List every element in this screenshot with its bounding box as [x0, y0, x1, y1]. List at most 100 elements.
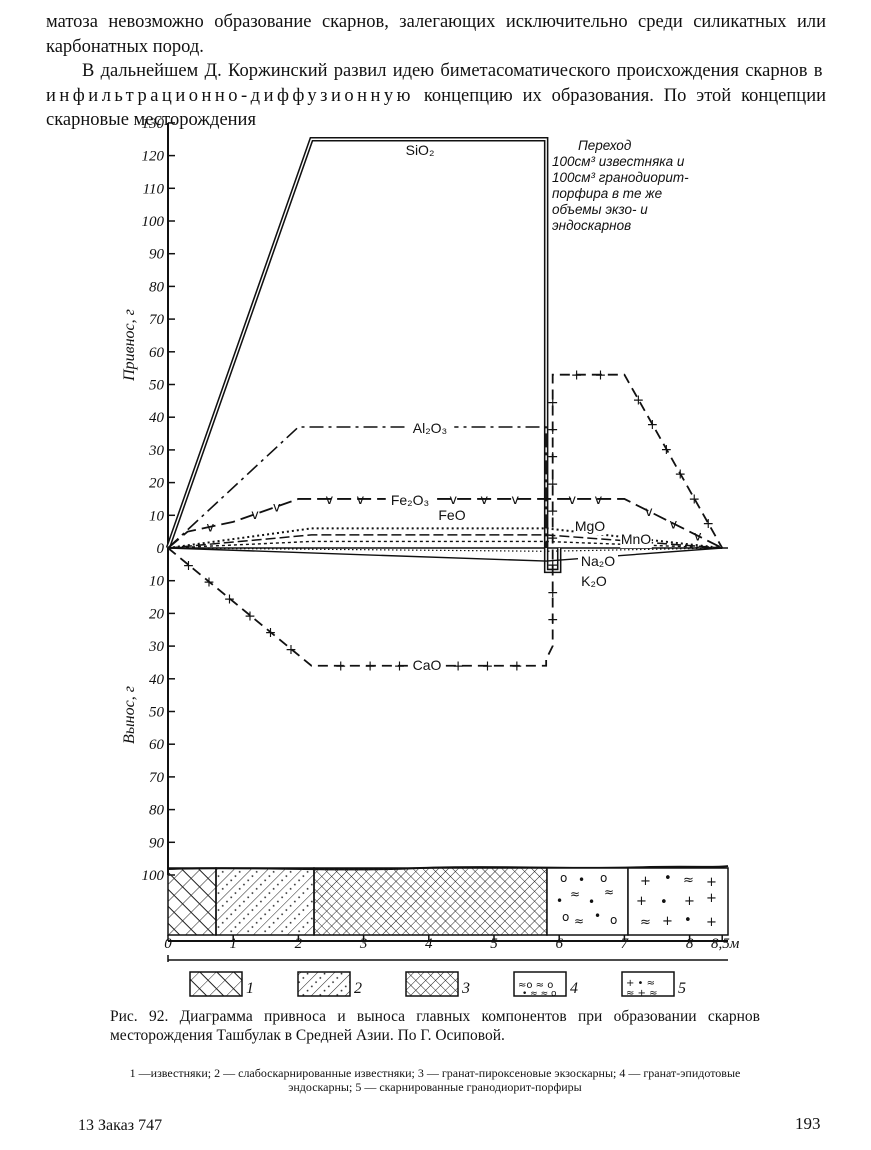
svg-text:≈: ≈ — [683, 873, 694, 888]
svg-text:•: • — [556, 894, 563, 908]
series-label-bg — [411, 657, 443, 674]
series-line — [167, 547, 723, 562]
svg-text:+: + — [706, 875, 717, 890]
svg-text:+: + — [662, 914, 673, 929]
series-marker: + — [265, 625, 277, 641]
y-tick-label: 40 — [149, 410, 165, 426]
section-exoskarn — [313, 867, 548, 936]
x-tick-label: 7 — [621, 936, 630, 952]
series-marker: + — [674, 467, 686, 483]
series-marker: + — [394, 659, 406, 675]
figure-caption: Рис. 92. Диаграмма привноса и выноса гла… — [110, 1008, 760, 1044]
section-endoskarn — [546, 867, 629, 936]
endoskarn-symbols: о•о ≈≈ •• о≈•о — [556, 871, 617, 928]
svg-text:о: о — [610, 913, 617, 927]
text-paragraph-2-part-a: В дальнейшем Д. Коржинский развил идею б… — [82, 61, 814, 81]
series-marker: + — [482, 659, 494, 675]
svg-text:3: 3 — [461, 980, 470, 997]
series-marker: + — [660, 442, 672, 458]
series-marker: + — [224, 591, 236, 607]
y-tick-label: 70 — [149, 770, 165, 786]
svg-text:+: + — [636, 894, 647, 909]
series-marker: + — [203, 575, 215, 591]
series-label-bg — [405, 420, 455, 437]
y-tick-label: 0 — [157, 541, 165, 557]
y-tick-label: 20 — [149, 606, 165, 622]
x-tick-label: 6 — [555, 936, 563, 952]
series-marker: v — [594, 493, 602, 508]
series-marker: + — [183, 558, 195, 574]
y-tick-label: 40 — [149, 672, 165, 688]
svg-text:≈: ≈ — [574, 914, 584, 928]
series-label-bg — [620, 531, 652, 548]
y-tick-label: 70 — [149, 312, 165, 328]
y-tick-label: 30 — [148, 443, 165, 459]
series-marker: + — [547, 395, 559, 411]
series-marker: v — [694, 530, 702, 545]
series-marker: + — [244, 608, 256, 624]
series-marker: + — [547, 449, 559, 465]
key-item-1: 1 — [189, 971, 254, 997]
series-marker: + — [335, 659, 347, 675]
x-tick-label: 8 — [686, 936, 694, 952]
y-tick-label: 50 — [149, 705, 165, 721]
series-label-bg — [574, 518, 606, 535]
series-marker: v — [480, 493, 488, 508]
y-tick-label: 60 — [149, 345, 165, 361]
svg-text:•: • — [578, 873, 585, 887]
series-marker: + — [547, 503, 559, 519]
svg-text:+ • ≈: + • ≈ — [626, 978, 655, 989]
series-marker: v — [511, 493, 519, 508]
svg-text:≈: ≈ — [640, 915, 651, 930]
svg-text:+: + — [706, 891, 717, 906]
key-item-4: ≈о ≈ о • ≈ ≈ о 4 — [513, 971, 578, 999]
svg-text:+: + — [640, 874, 651, 889]
y-tick-label: 110 — [143, 181, 165, 197]
series-marker: v — [326, 493, 334, 508]
y-tick-label: 100 — [142, 868, 165, 884]
section-limestone — [167, 867, 217, 936]
series-marker: v — [273, 501, 281, 516]
series-label: Fe₂O₃ — [391, 492, 429, 508]
series-label: CaO — [413, 657, 442, 673]
chart-axes: 1301201101009080706050403020100102030405… — [142, 116, 740, 962]
series-line — [167, 138, 560, 572]
series-label-bg — [436, 507, 468, 524]
series-label: MgO — [575, 518, 605, 534]
svg-text:2: 2 — [354, 980, 362, 997]
svg-text:•: • — [660, 895, 668, 910]
figure-legend-text: 1 —известняки; 2 — слабоскарнированные и… — [129, 1066, 741, 1094]
series-marker: + — [688, 491, 700, 507]
svg-text:≈ + ≈: ≈ + ≈ — [626, 988, 658, 999]
key-item-2: 2 — [297, 971, 362, 997]
series-marker: + — [547, 612, 559, 628]
series-marker: + — [547, 531, 559, 547]
section-weak-skarn — [215, 867, 315, 936]
svg-text:≈: ≈ — [570, 887, 580, 901]
x-tick-label: 0 — [164, 936, 172, 952]
y-tick-label: 30 — [148, 639, 165, 655]
x-tick-label: 4 — [425, 936, 433, 952]
svg-text:• ≈ ≈ о: • ≈ ≈ о — [522, 989, 557, 999]
series-marker: + — [595, 368, 607, 384]
svg-text:•: • — [588, 895, 595, 909]
x-tick-label: 8,5м — [711, 936, 740, 952]
svg-text:4: 4 — [570, 980, 578, 997]
section-strip: о•о ≈≈ •• о≈•о +•≈+ +•++ ≈+•+ — [167, 865, 729, 936]
y-tick-label: 90 — [149, 247, 165, 263]
series-marker: + — [646, 417, 658, 433]
series-marker: + — [547, 558, 559, 574]
svg-text:5: 5 — [678, 980, 686, 997]
svg-text:о: о — [562, 910, 569, 924]
text-paragraph-2-part-b: концепцию их образования. По этой концеп… — [46, 85, 826, 131]
x-tick-label: 3 — [359, 936, 368, 952]
series-marker: v — [669, 517, 677, 532]
footer-order-note: 13 Заказ 747 — [78, 1117, 163, 1134]
svg-text:1: 1 — [246, 980, 254, 997]
series-label: K₂O — [581, 573, 607, 589]
series-marker: v — [356, 493, 364, 508]
series-label: SiO₂ — [406, 142, 435, 158]
